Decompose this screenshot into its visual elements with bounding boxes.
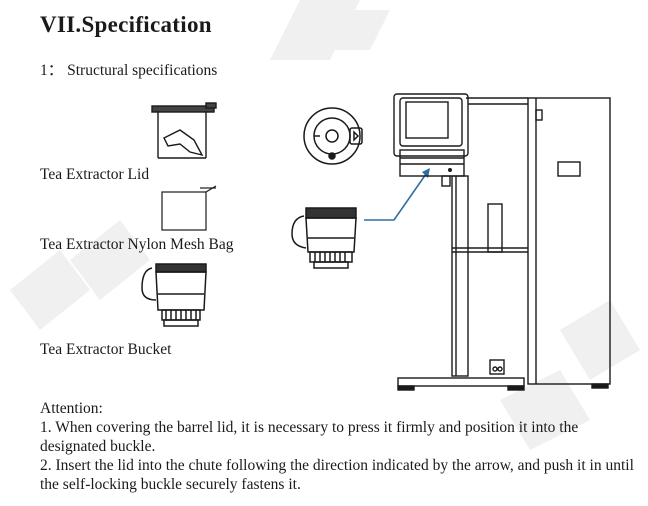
mesh-bag-illustration — [161, 185, 217, 231]
assembled-bucket-illustration — [291, 207, 357, 269]
bucket-illustration — [141, 263, 207, 327]
attention-notes: Attention: 1. When covering the barrel l… — [40, 399, 640, 494]
subsection-title: 1： Structural specifications — [40, 62, 218, 79]
bucket-label: Tea Extractor Bucket — [40, 341, 172, 358]
attention-title: Attention: — [40, 400, 103, 417]
attention-note-1: 1. When covering the barrel lid, it is n… — [40, 419, 579, 455]
lid-illustration — [151, 102, 217, 159]
mesh-bag-label: Tea Extractor Nylon Mesh Bag — [40, 236, 234, 253]
attention-note-2: 2. Insert the lid into the chute followi… — [40, 457, 634, 493]
tea-extractor-machine-illustration — [393, 93, 611, 391]
lid-label: Tea Extractor Lid — [40, 166, 150, 183]
lid-top-view-illustration — [303, 107, 363, 165]
section-heading: VII.Specification — [40, 12, 212, 37]
